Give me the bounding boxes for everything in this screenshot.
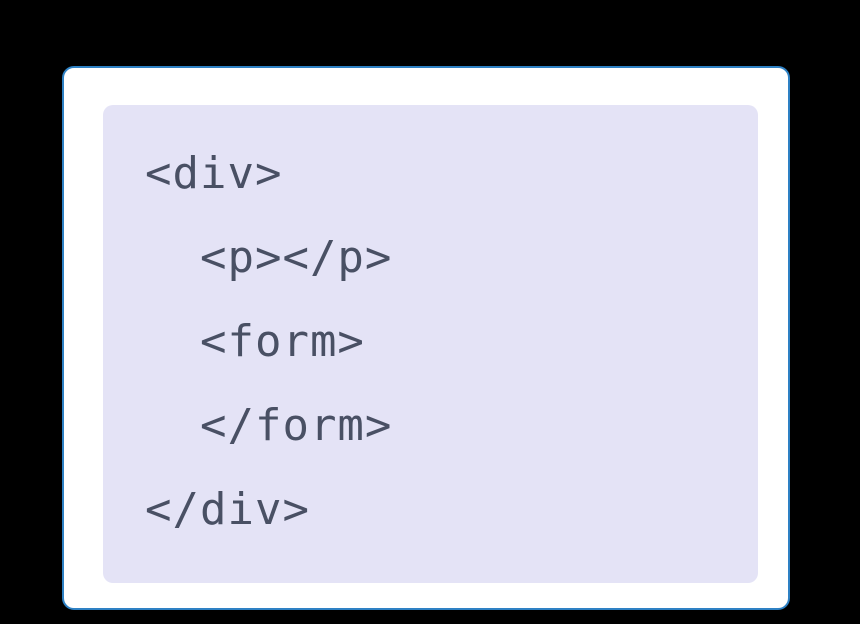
code-block: <div> <p></p> <form> </form> </div> (103, 105, 758, 583)
code-line: </div> (145, 484, 310, 535)
code-line: <p></p> (145, 232, 393, 283)
code-line: <form> (145, 316, 365, 367)
code-line: </form> (145, 400, 393, 451)
code-card: <div> <p></p> <form> </form> </div> (62, 66, 790, 610)
code-line: <div> (145, 148, 283, 199)
